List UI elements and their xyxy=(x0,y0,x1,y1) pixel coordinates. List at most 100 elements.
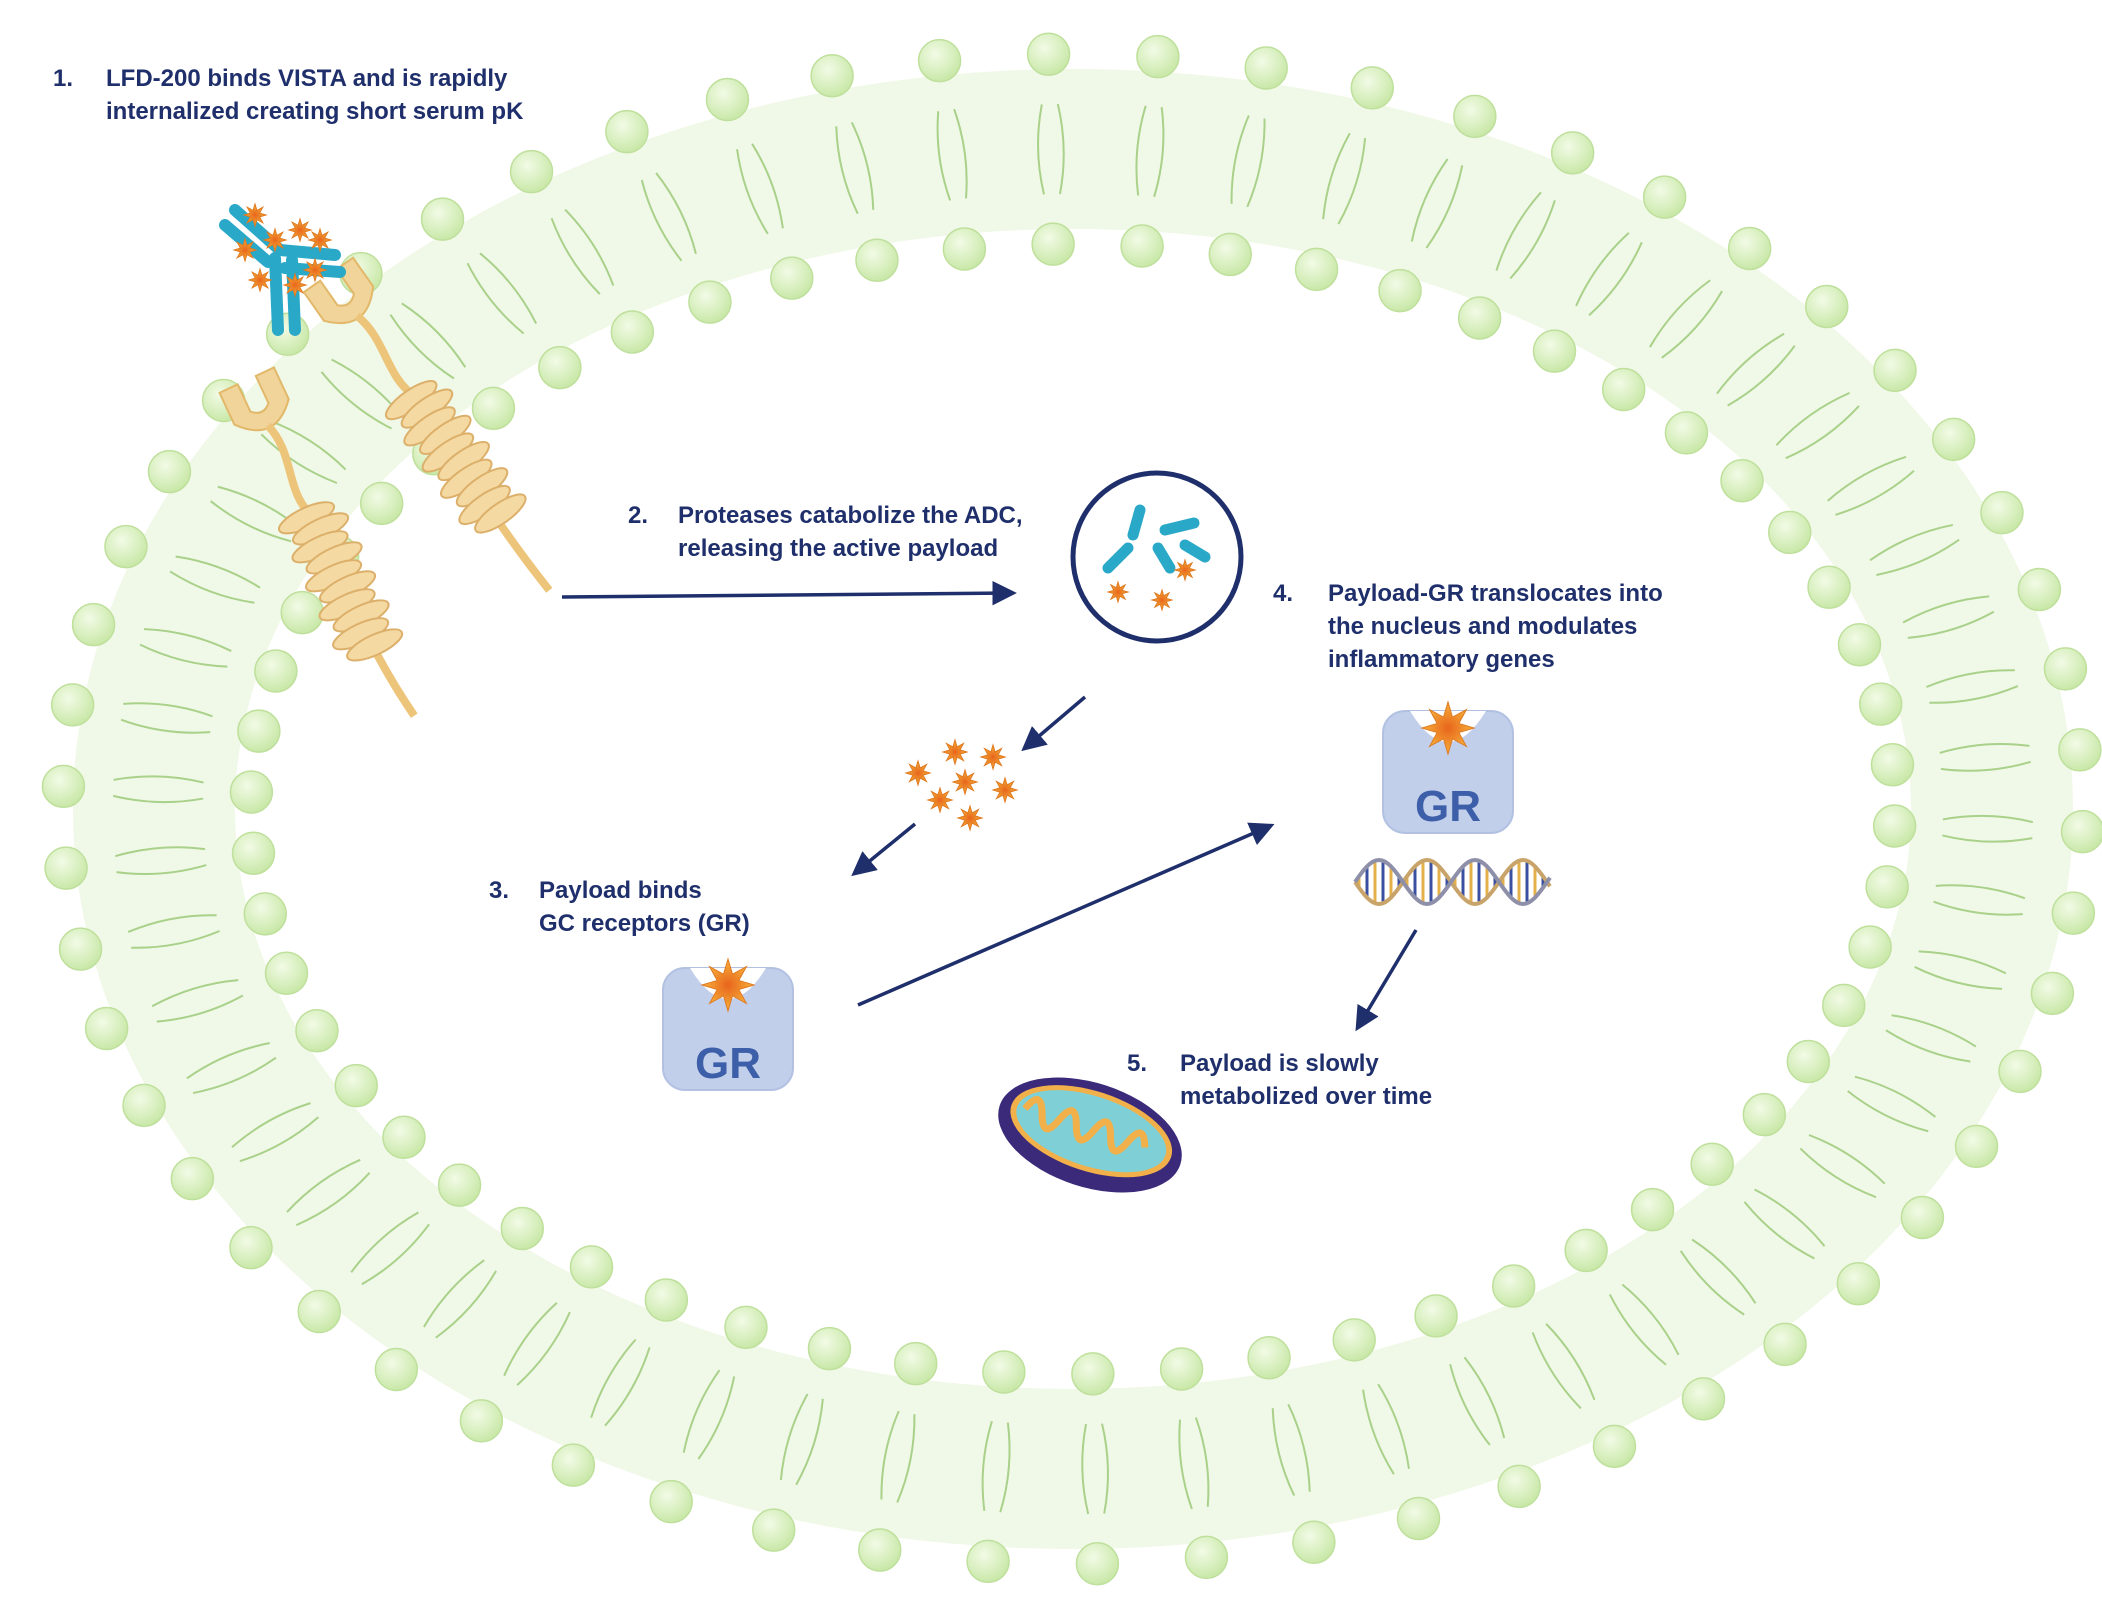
lipid-head xyxy=(243,892,288,936)
lipid-head xyxy=(649,1479,693,1524)
lipid-head xyxy=(751,1508,796,1552)
lipid-tail xyxy=(1449,1364,1491,1446)
lipid-head xyxy=(104,524,148,569)
lipid-head xyxy=(50,683,95,727)
lipid-head xyxy=(1900,1195,1945,1240)
payload-star xyxy=(700,957,756,1013)
payload-star xyxy=(926,786,954,814)
lipid-head xyxy=(1497,1464,1541,1509)
lipid-head xyxy=(855,238,899,283)
lipid-head xyxy=(1848,925,1892,969)
lipid-tail xyxy=(1545,1323,1596,1401)
lipid-tail xyxy=(127,914,217,933)
lipid-head xyxy=(1664,411,1709,455)
lipid-head xyxy=(1786,1039,1831,1084)
lipid-tail xyxy=(1716,332,1785,395)
lipid-tail xyxy=(835,126,859,215)
lipid-tail xyxy=(1891,1014,1977,1048)
lipid-tail xyxy=(231,1102,311,1148)
lipid-head xyxy=(297,1289,341,1334)
lipid-head xyxy=(122,1083,166,1128)
lipid-tail xyxy=(953,108,968,199)
payload-star xyxy=(287,217,313,243)
lipid-tail xyxy=(1827,455,1907,502)
lipid-head xyxy=(1681,1377,1726,1421)
lipid-tail xyxy=(1575,232,1630,307)
lipid-head xyxy=(359,481,404,526)
lipid-tail xyxy=(175,555,261,589)
lipid-tail xyxy=(143,628,232,652)
lipid-head xyxy=(1292,1520,1336,1564)
step-4-line-3: inflammatory genes xyxy=(1328,646,1555,673)
lipid-tail xyxy=(1410,158,1449,242)
lipid-tail xyxy=(1847,1090,1929,1133)
lipid-tail xyxy=(1869,523,1954,562)
lipid-head xyxy=(1642,175,1687,219)
lipid-head xyxy=(280,590,325,635)
lipid-head xyxy=(1630,1187,1675,1232)
lipid-tail xyxy=(151,979,239,1008)
lipid-head xyxy=(810,54,854,98)
lipid-tail xyxy=(401,302,467,368)
lipid-tail xyxy=(466,262,525,335)
lipid-tail xyxy=(1362,1389,1395,1475)
lipid-head xyxy=(254,649,298,693)
lipid-head xyxy=(2043,647,2088,691)
lipid-tail xyxy=(1101,1423,1109,1514)
lipid-head xyxy=(688,280,732,324)
lipid-tail xyxy=(186,1042,270,1080)
lipid-tail xyxy=(1230,115,1250,204)
lipid-tail xyxy=(1785,405,1860,460)
lipid-tail xyxy=(156,994,244,1023)
step-3-line-2: GC receptors (GR) xyxy=(539,910,750,937)
lipid-tail xyxy=(1135,105,1147,196)
lipid-head xyxy=(724,1305,768,1350)
lipid-tail xyxy=(361,1223,430,1286)
lipid-tail xyxy=(795,1398,824,1486)
lipid-head xyxy=(1805,284,1849,329)
payload-star xyxy=(941,738,969,766)
arrow-internalization xyxy=(561,580,1017,606)
lipid-head xyxy=(500,1206,545,1251)
lipid-tail xyxy=(503,1302,558,1377)
lipid-head xyxy=(610,310,655,354)
lipid-tail xyxy=(1942,834,2033,843)
lipid-tail xyxy=(239,1116,319,1163)
step-4-line-1: Payload-GR translocates into xyxy=(1328,580,1663,607)
lipid-head xyxy=(58,927,103,971)
lipid-tail xyxy=(169,570,255,604)
payload-star xyxy=(232,237,258,263)
lipid-head xyxy=(2017,567,2062,612)
payload-star xyxy=(956,804,984,832)
step-5-number: 5. xyxy=(1127,1050,1148,1077)
lipid-head xyxy=(1931,417,1976,462)
arrow-metabolism xyxy=(1355,929,1418,1032)
lipid-head xyxy=(437,1163,482,1207)
step-2-number: 2. xyxy=(628,502,649,529)
lipid-head xyxy=(770,256,814,300)
lipid-tail xyxy=(604,1347,651,1427)
lipid-tail xyxy=(1691,1238,1757,1304)
lipid-tail xyxy=(1463,1356,1506,1439)
step-4-number: 4. xyxy=(1273,580,1294,607)
lipid-head xyxy=(1136,34,1180,79)
lipid-head xyxy=(1294,247,1339,292)
dna-strand xyxy=(1353,857,1552,907)
gr-receptor-right: GR xyxy=(1382,700,1514,834)
lipid-head xyxy=(1858,682,1903,726)
lipid-tail xyxy=(210,500,292,543)
lipid-head xyxy=(1396,1496,1441,1541)
lipid-head xyxy=(858,1528,902,1572)
step-1-number: 1. xyxy=(53,65,74,92)
lipid-tail xyxy=(139,643,228,668)
lipid-head xyxy=(893,1341,938,1386)
lipid-head xyxy=(2051,891,2096,935)
lipid-tail xyxy=(1509,199,1556,280)
payload-star xyxy=(282,272,308,298)
lipid-tail xyxy=(192,1056,277,1095)
lipid-tail xyxy=(516,1311,571,1386)
lipid-tail xyxy=(1056,103,1065,195)
lipid-head xyxy=(1954,1124,1999,1169)
lipid-head xyxy=(569,1245,614,1289)
